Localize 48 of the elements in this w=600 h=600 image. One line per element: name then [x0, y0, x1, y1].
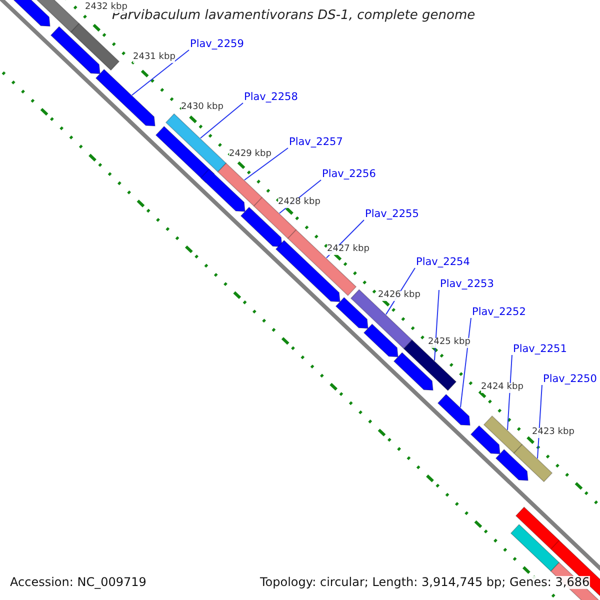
- gene-label: Plav_2254: [416, 257, 470, 269]
- scale-label: 2430 kbp: [181, 103, 224, 113]
- gene-label: Plav_2253: [440, 279, 494, 291]
- gene-feature: [437, 394, 470, 426]
- leader-line: [434, 290, 440, 362]
- leader-line: [131, 50, 190, 96]
- gene-feature: [495, 448, 528, 481]
- scale-label: 2432 kbp: [85, 3, 128, 13]
- gene-feature: [95, 68, 156, 126]
- footer-text: Accession: NC_009719: [10, 576, 146, 590]
- scale-label: 2423 kbp: [532, 428, 574, 438]
- gene-label: Plav_2256: [322, 169, 376, 181]
- footer-text: Topology: circular; Length: 3,914,745 bp; Genes: 3,686: [260, 576, 590, 590]
- gene-label: Plav_2250: [543, 374, 597, 386]
- gene-feature: [470, 425, 500, 454]
- gene-feature: [335, 296, 368, 329]
- gene-label: Plav_2255: [365, 209, 419, 221]
- gene-label: Plav_2257: [289, 137, 343, 149]
- leader-line: [536, 384, 542, 459]
- gene-feature: [240, 206, 282, 248]
- gene-label: Plav_2251: [513, 344, 567, 356]
- gene-label: Plav_2258: [244, 92, 298, 104]
- scale-label: 2426 kbp: [378, 291, 420, 301]
- gene-feature: [393, 352, 434, 391]
- leader-line: [506, 354, 512, 430]
- gene-bar: [165, 113, 227, 172]
- leader-line: [200, 102, 244, 139]
- gene-bar: [513, 444, 553, 482]
- gene-feature: [200, 168, 246, 212]
- leader-line: [460, 318, 472, 408]
- gene-feature: [50, 26, 100, 74]
- gene-feature: [515, 506, 560, 550]
- scale-label: 2431 kbp: [133, 53, 176, 63]
- gene-bar: [550, 562, 600, 600]
- scale-label: 2429 kbp: [229, 150, 272, 160]
- leader-line: [244, 148, 288, 180]
- scale-label: 2424 kbp: [481, 383, 524, 393]
- diagram-title: Parvibaculum lavamentivorans DS-1, complete genome: [112, 9, 476, 24]
- scale-label: 2428 kbp: [278, 198, 320, 208]
- gene-label: Plav_2252: [472, 307, 526, 319]
- gene-bar: [510, 524, 560, 572]
- gene-label: Plav_2259: [190, 39, 244, 51]
- scale-label: 2427 kbp: [327, 245, 370, 255]
- gene-bar: [483, 415, 523, 454]
- scale-label: 2425 kbp: [428, 338, 470, 348]
- gene-bar: [217, 162, 263, 207]
- gene-feature: [363, 324, 398, 358]
- gene-bar: [70, 22, 120, 71]
